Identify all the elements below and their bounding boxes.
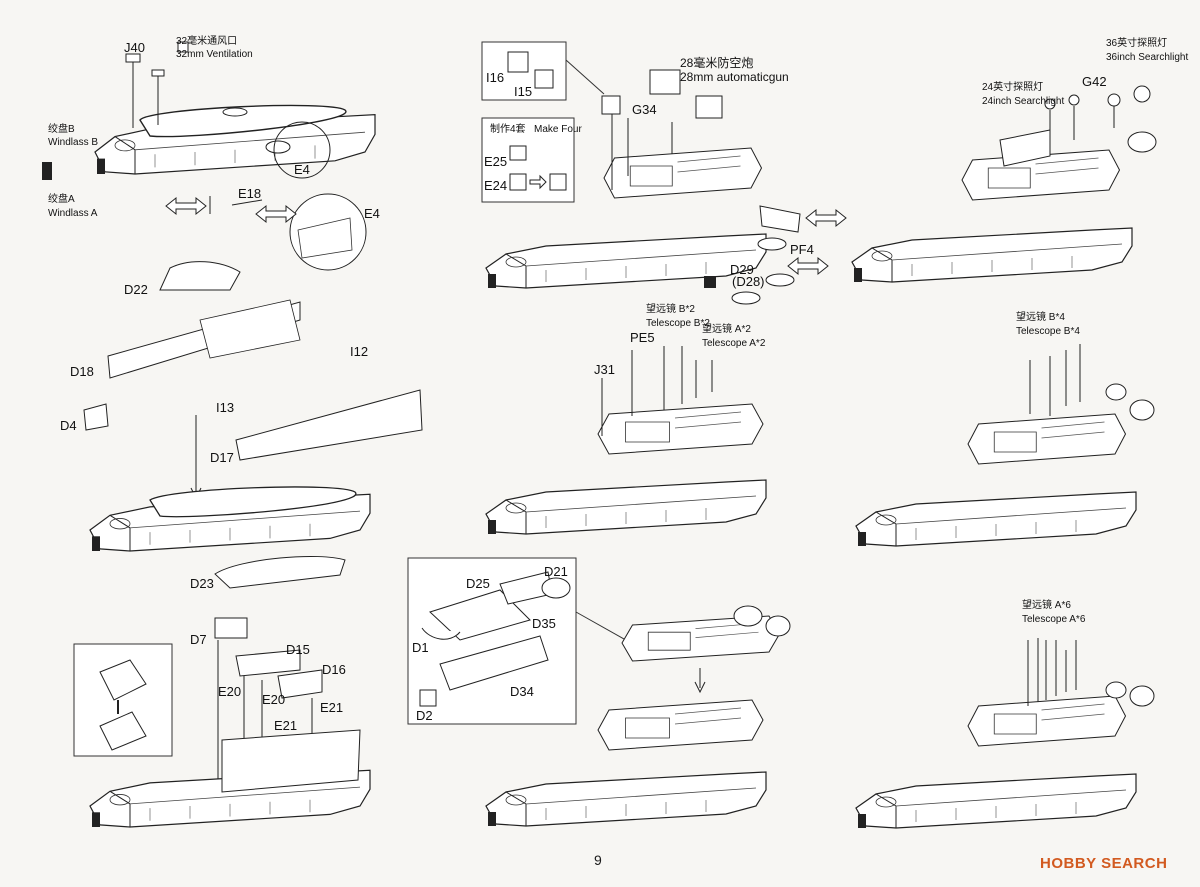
inset-d7-detail (74, 644, 172, 756)
telescope-a6-en: Telescope A*6 (1022, 614, 1086, 625)
part-e20-right: E20 (262, 692, 286, 707)
inset-make-four (482, 118, 574, 202)
part-d34: D34 (510, 684, 534, 699)
inset-d-parts (408, 558, 640, 724)
deck-parts-exploded (84, 262, 422, 498)
part-e24: E24 (484, 178, 508, 193)
part-d25: D25 (466, 576, 490, 591)
part-d16: D16 (322, 662, 346, 677)
bridge-sub-assembly (621, 606, 790, 692)
hull-step-top-middle (485, 70, 847, 304)
windlass-a-en: Windlass A (48, 208, 98, 219)
hull-step-top-right (851, 86, 1156, 283)
part-i16: I16 (486, 70, 505, 85)
telescope-a6-cn: 望远镜 A*6 (1022, 600, 1071, 611)
part-e21-left: E21 (274, 718, 298, 733)
part-e21-right: E21 (320, 700, 344, 715)
part-d7: D7 (190, 632, 207, 647)
brand-watermark: HOBBY SEARCH (1040, 855, 1168, 872)
part-e25: E25 (484, 154, 508, 169)
part-d29: D29 (730, 262, 754, 277)
part-d18: D18 (70, 364, 94, 379)
searchlight-36-en: 36inch Searchlight (1106, 52, 1189, 63)
part-i13: I13 (216, 400, 235, 415)
part-d4: D4 (60, 418, 77, 433)
telescope-b2-en: Telescope B*2 (646, 318, 710, 329)
searchlight-24-cn: 24英寸探照灯 (982, 82, 1044, 93)
hull-step-middle-left (89, 487, 371, 552)
part-d28: (D28) (732, 274, 765, 289)
windlass-b-cn: 绞盘B (48, 124, 75, 135)
windlass-a-cn: 绞盘A (48, 194, 75, 205)
part-e20-left: E20 (218, 684, 242, 699)
part-d15: D15 (286, 642, 310, 657)
part-i15: I15 (514, 84, 533, 99)
gun-label-cn: 28毫米防空炮 (680, 56, 754, 70)
page-number: 9 (594, 852, 602, 868)
telescope-b2-cn: 望远镜 B*2 (646, 304, 695, 315)
make-four-cn: 制作4套 (490, 124, 526, 135)
part-g34: G34 (632, 102, 657, 117)
windlass-b-en: Windlass B (48, 137, 99, 148)
part-d2: D2 (416, 708, 433, 723)
telescope-a2-en: Telescope A*2 (702, 338, 766, 349)
telescope-b4-cn: 望远镜 B*4 (1016, 312, 1065, 323)
part-d35: D35 (532, 616, 556, 631)
superstructure-exploded (215, 556, 345, 780)
vent-label-en: 32mm Ventilation (176, 49, 253, 60)
vent-label-cn: 32毫米通风口 (176, 36, 238, 47)
part-e18: E18 (238, 186, 262, 201)
part-d21: D21 (544, 564, 568, 579)
hull-step-top-left (42, 42, 376, 270)
part-j31: J31 (594, 362, 615, 377)
part-i12: I12 (350, 344, 369, 359)
searchlight-24-en: 24inch Searchlight (982, 96, 1065, 107)
hull-step-middle-right (855, 344, 1154, 547)
part-j40: J40 (124, 40, 145, 55)
inset-i15-i16 (482, 42, 604, 100)
part-e4-top: E4 (294, 162, 310, 177)
hull-step-middle-middle (485, 346, 767, 535)
telescope-b4-en: Telescope B*4 (1016, 326, 1080, 337)
part-d17: D17 (210, 450, 234, 465)
part-d1: D1 (412, 640, 429, 655)
part-e4-detail: E4 (364, 206, 380, 221)
searchlight-36-cn: 36英寸探照灯 (1106, 38, 1168, 49)
part-d23: D23 (190, 576, 214, 591)
part-d22: D22 (124, 282, 148, 297)
telescope-a2-cn: 望远镜 A*2 (702, 324, 751, 335)
part-g42: G42 (1082, 74, 1107, 89)
gun-label-en: 28mm automaticgun (680, 70, 789, 84)
make-four-en: Make Four (534, 124, 582, 135)
hull-step-bottom-right (855, 638, 1154, 829)
part-pf4: PF4 (790, 242, 814, 257)
hull-step-bottom-left (89, 730, 371, 828)
part-pe5: PE5 (630, 330, 655, 345)
